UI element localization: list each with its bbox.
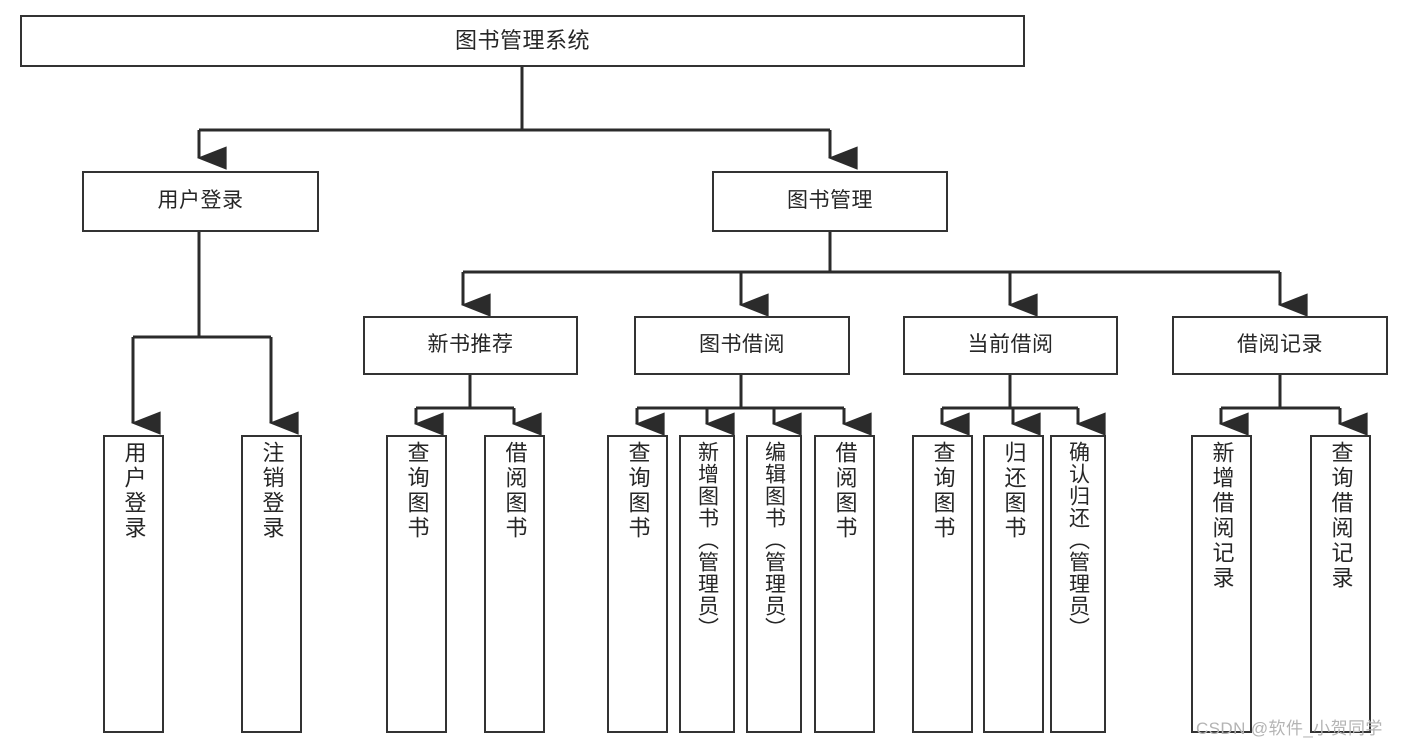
- node-current-borrow[interactable]: 当前借阅: [903, 316, 1118, 375]
- node-borrow-record[interactable]: 借阅记录: [1172, 316, 1388, 375]
- node-leaf-add-borrow-rec-label: 新增借阅记录: [1209, 441, 1235, 591]
- node-new-book-rec[interactable]: 新书推荐: [363, 316, 578, 375]
- node-leaf-query-borrow-rec[interactable]: 查询借阅记录: [1310, 435, 1371, 733]
- node-new-book-rec-label: 新书推荐: [427, 333, 514, 357]
- node-leaf-add-book-admin[interactable]: 新增图书（管理员）: [679, 435, 735, 733]
- watermark-text: CSDN @软件_小贺同学: [1196, 719, 1383, 738]
- node-leaf-query-book-2[interactable]: 查询图书: [607, 435, 668, 733]
- node-leaf-confirm-return-label: 确认归还（管理员）: [1066, 441, 1090, 639]
- node-leaf-borrow-book-2[interactable]: 借阅图书: [814, 435, 875, 733]
- node-leaf-logout-login-label: 注销登录: [259, 441, 285, 541]
- node-leaf-query-book-2-label: 查询图书: [625, 441, 651, 541]
- node-leaf-query-borrow-rec-label: 查询借阅记录: [1328, 441, 1354, 591]
- node-leaf-logout-login[interactable]: 注销登录: [241, 435, 302, 733]
- node-leaf-borrow-book-1-label: 借阅图书: [502, 441, 528, 541]
- node-root[interactable]: 图书管理系统: [20, 15, 1025, 67]
- node-book-borrow-label: 图书借阅: [699, 333, 785, 357]
- node-leaf-user-login-label: 用户登录: [121, 441, 147, 541]
- node-user-login-label: 用户登录: [157, 189, 244, 213]
- node-leaf-add-borrow-rec[interactable]: 新增借阅记录: [1191, 435, 1252, 733]
- node-leaf-confirm-return[interactable]: 确认归还（管理员）: [1050, 435, 1106, 733]
- node-root-label: 图书管理系统: [454, 28, 590, 54]
- node-leaf-query-book-3[interactable]: 查询图书: [912, 435, 973, 733]
- node-leaf-query-book-3-label: 查询图书: [930, 441, 956, 541]
- node-borrow-record-label: 借阅记录: [1237, 333, 1323, 357]
- node-leaf-edit-book-admin[interactable]: 编辑图书（管理员）: [746, 435, 802, 733]
- node-leaf-query-book-1[interactable]: 查询图书: [386, 435, 447, 733]
- node-leaf-query-book-1-label: 查询图书: [404, 441, 430, 541]
- node-user-login[interactable]: 用户登录: [82, 171, 319, 232]
- node-leaf-borrow-book-2-label: 借阅图书: [832, 441, 858, 541]
- node-leaf-add-book-admin-label: 新增图书（管理员）: [695, 441, 719, 639]
- node-leaf-return-book-label: 归还图书: [1001, 441, 1027, 541]
- node-book-borrow[interactable]: 图书借阅: [634, 316, 850, 375]
- node-book-manage-label: 图书管理: [787, 189, 873, 213]
- node-current-borrow-label: 当前借阅: [967, 333, 1054, 357]
- node-book-manage[interactable]: 图书管理: [712, 171, 948, 232]
- node-leaf-return-book[interactable]: 归还图书: [983, 435, 1044, 733]
- node-leaf-borrow-book-1[interactable]: 借阅图书: [484, 435, 545, 733]
- node-leaf-user-login[interactable]: 用户登录: [103, 435, 164, 733]
- node-leaf-edit-book-admin-label: 编辑图书（管理员）: [762, 441, 786, 639]
